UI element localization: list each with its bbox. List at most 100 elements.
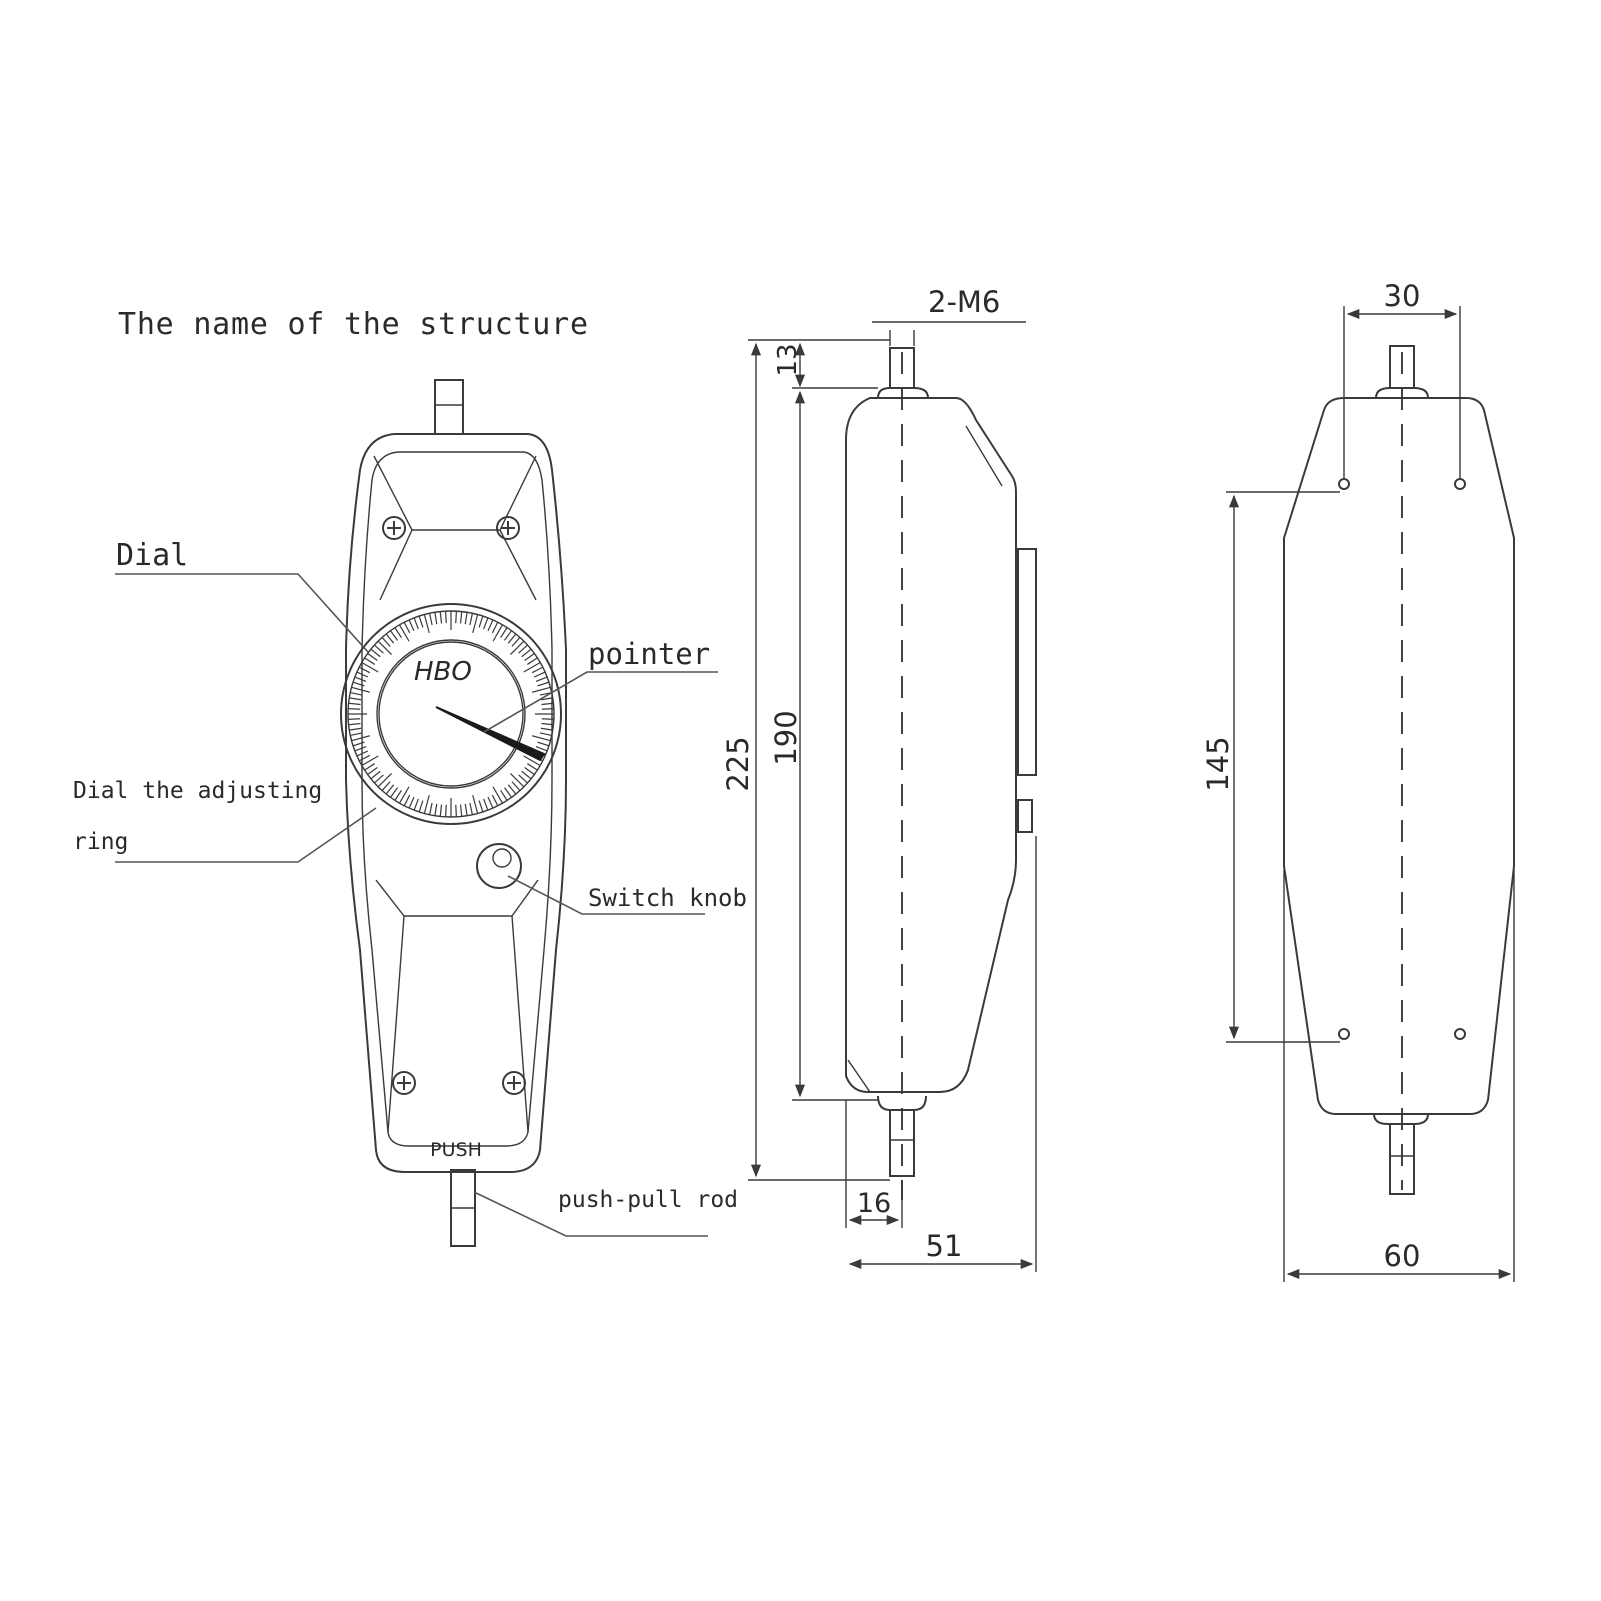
dial-tick [472,794,479,814]
dial-tick [348,722,361,726]
dial-tick [469,802,474,815]
dial-tick [358,754,371,762]
dial-tick [434,612,438,625]
dim-51: 51 [848,836,1037,1272]
dial-tick [381,637,391,647]
dial-tick [472,614,479,634]
dial-tick [398,786,410,804]
dial-tick [354,676,367,682]
side-switch-knob [1017,799,1033,833]
dial-tick [381,781,391,791]
dial-tick [526,657,538,665]
dial-tick [518,644,528,654]
dial-tick [445,611,447,624]
dial-tick [423,794,430,814]
dial-tick [509,772,525,788]
dim-13: 13 [773,342,878,389]
dial-tick [351,686,371,693]
dim-225: 225 [721,339,890,1181]
dial-tick [504,787,513,798]
dial-tick [367,767,378,776]
svg-text:16: 16 [857,1188,891,1219]
dial-tick [352,681,365,687]
side-view: 2-M6 225 13 190 16 51 [721,285,1037,1272]
mounting-hole [1454,478,1466,490]
dial-tick [418,800,424,813]
dial-tick [389,630,398,641]
dial-tick [459,804,463,817]
dial-tick [540,697,553,701]
dial-tick [500,789,508,801]
dial-tick [487,619,494,632]
dial-tick [537,681,550,687]
dial-tick [455,611,457,624]
dim-145: 145 [1201,491,1340,1043]
dial-tick [434,803,438,816]
dial-tick [349,727,362,731]
dial-tick [540,727,553,731]
dial-tick [509,640,525,656]
side-body-outline [845,397,1017,1093]
dial-tick [377,772,393,788]
label-dial: Dial [116,538,188,573]
dial-tick [492,624,504,642]
dial-tick [464,803,468,816]
dial-tick [428,613,433,626]
dial-tick [370,648,381,658]
label-adjusting-ring-line1: Dial the adjusting [73,778,322,804]
dial-tick [370,770,381,780]
screw-icon [382,516,406,540]
dial-tick [511,637,521,647]
dim-60: 60 [1283,870,1515,1282]
dial-tick [349,697,362,701]
dial-tick [478,800,484,813]
dial-tick [403,794,411,807]
svg-text:225: 225 [721,736,755,791]
dial-tick [398,624,410,642]
dial-tick [364,657,376,665]
dial-tick [491,621,499,634]
dial-tick [511,781,521,791]
dial-tick [361,755,379,767]
dial-tick [504,630,513,641]
dim-thread: 2-M6 [872,285,1026,346]
front-housing-inner [361,451,553,1147]
dial-tick [518,774,528,784]
side-top-rod [877,347,929,399]
dial-tick [535,676,548,682]
dial-tick [523,755,541,767]
svg-text:145: 145 [1201,736,1235,791]
back-body-outline [1283,397,1515,1115]
mounting-hole [1454,1028,1466,1040]
dial-tick [524,652,535,661]
dial-gauge: HBO [340,603,562,825]
dial-tick [541,702,554,706]
svg-text:30: 30 [1384,279,1421,313]
label-switch-knob: Switch knob [588,884,747,912]
svg-text:2-M6: 2-M6 [928,285,1000,319]
dial-tick [531,666,544,674]
dial-tick [483,798,489,811]
front-lower-facets [375,879,539,1133]
front-top-rod [434,379,464,435]
back-view: 30 145 60 [1201,279,1515,1282]
mounting-hole [1338,1028,1350,1040]
dim-30: 30 [1343,279,1461,478]
dial-tick [478,615,484,628]
dial-tick [385,633,395,644]
svg-text:60: 60 [1384,1239,1421,1273]
dial-tick [352,741,365,747]
dial-tick [483,617,489,630]
screw-icon [392,1071,416,1095]
dial-tick [408,619,415,632]
back-bottom-rod [1373,1113,1429,1195]
dial-tick [531,686,551,693]
dial-tick [394,627,402,639]
dial-tick [537,741,550,747]
callouts: Dial pointer Dial the adjusting ring Swi… [73,538,747,1237]
dial-tick [356,671,369,678]
dial-tick [439,611,443,624]
front-view: HBO PUSH [340,379,567,1247]
label-push-pull-rod: push-pull rod [558,1187,738,1213]
dial-tick [423,614,430,634]
